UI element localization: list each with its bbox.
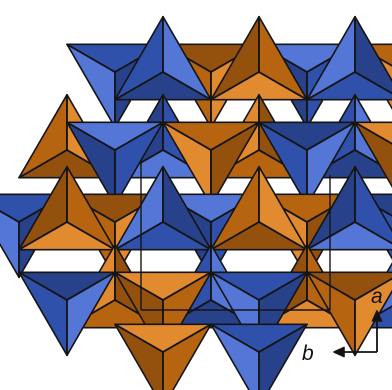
tetrahedron-edge [258, 121, 308, 151]
tetrahedron-edge [306, 221, 356, 251]
tetrahedron-edge [114, 121, 164, 151]
tetrahedron [354, 121, 392, 188]
tetrahedron-edge [354, 221, 392, 245]
tetrahedron-edge [210, 71, 260, 101]
tetrahedron-edge [162, 71, 212, 101]
tetrahedron [210, 15, 308, 101]
axis-b-label: b [302, 342, 314, 365]
tetrahedron [306, 165, 392, 251]
tetrahedron-edge [354, 71, 392, 95]
axis-a-label: a [371, 285, 383, 308]
axis-b-arrow [333, 346, 377, 358]
tetrahedron-edge [210, 323, 260, 353]
tetrahedron-edge [210, 221, 260, 251]
tetrahedron-edge [18, 221, 68, 251]
tetrahedron-edge [66, 271, 116, 301]
tetrahedron-edge [66, 43, 116, 73]
tetrahedron [66, 121, 164, 207]
axis-a-arrow [371, 310, 383, 352]
tetrahedron [162, 121, 260, 207]
tetrahedron [114, 323, 212, 390]
tetrahedron [258, 121, 356, 207]
tetrahedron-edge [66, 121, 116, 151]
tetrahedron-edge [162, 271, 212, 301]
tetrahedron-edge [258, 271, 308, 301]
tetrahedron-edge [114, 71, 164, 101]
tetrahedra-layer [0, 15, 392, 390]
tetrahedron [210, 323, 308, 390]
tetrahedron [114, 165, 212, 251]
tetrahedron-edge [114, 323, 164, 353]
tetrahedron-edge [258, 323, 308, 353]
tetrahedron-edge [162, 323, 212, 353]
tetrahedron-edge [258, 71, 308, 101]
axis-indicator: a b [302, 285, 383, 365]
tetrahedron-edge [0, 210, 20, 223]
tetrahedron [210, 165, 308, 251]
tetrahedron-edge [210, 271, 260, 301]
tetrahedron [306, 15, 392, 101]
tetrahedron-edge [210, 121, 260, 151]
unit-cell [140, 160, 331, 311]
tetrahedron-edge [114, 221, 164, 251]
tetrahedron-edge [258, 221, 308, 251]
tetrahedron-edge [162, 221, 212, 251]
tetrahedron-edge [66, 221, 116, 251]
tetrahedron [18, 271, 116, 357]
tetrahedron-edge [114, 271, 164, 301]
tetrahedron-edge [18, 271, 68, 301]
tetrahedron-edge [306, 71, 356, 101]
tetrahedron [114, 15, 212, 101]
tetrahedron-edge [18, 149, 68, 179]
tetrahedron-edge [162, 121, 212, 151]
tetrahedron-edge [306, 121, 356, 151]
tetrahedron-edge [306, 271, 356, 301]
tetrahedron-edge [354, 121, 392, 145]
tetrahedron [18, 165, 116, 251]
tetrahedron-edge [354, 277, 392, 301]
